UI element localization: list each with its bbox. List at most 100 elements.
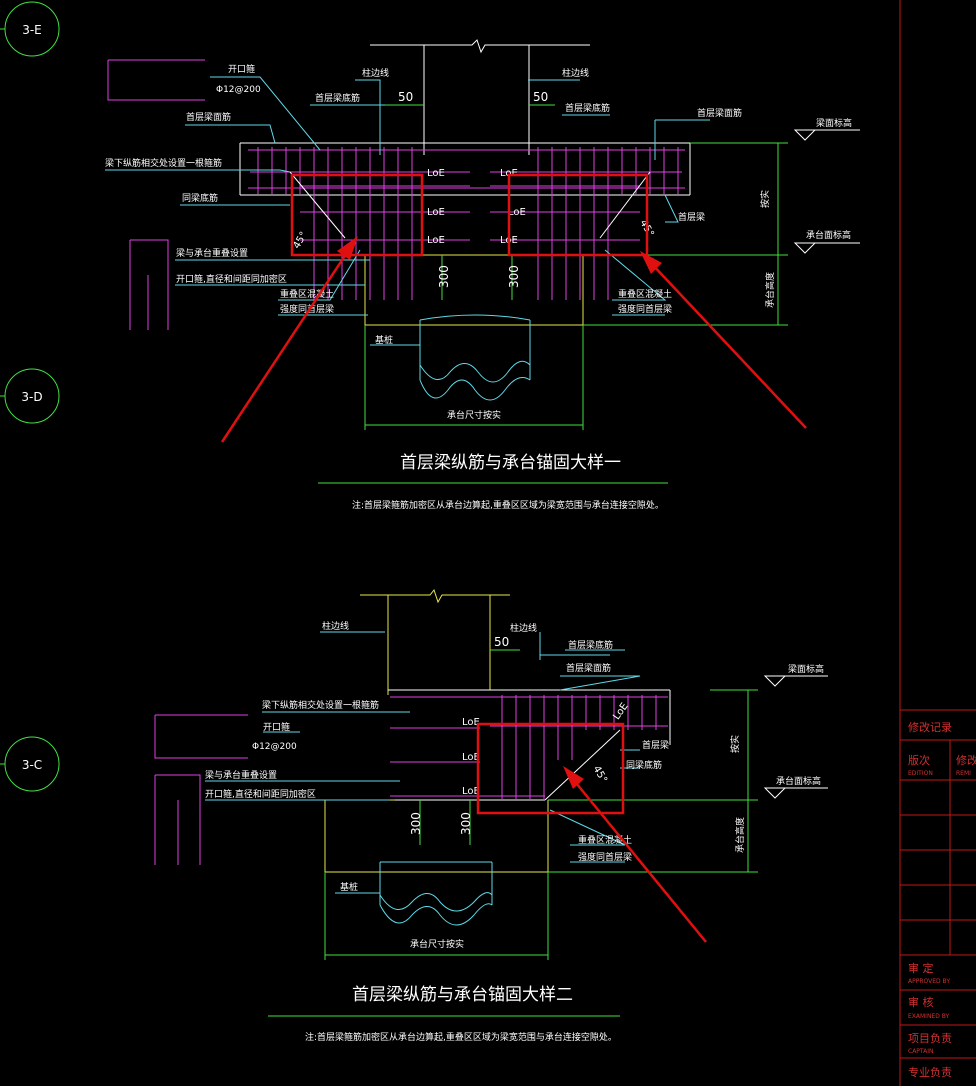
approved-en-label: APPROVED BY <box>908 978 950 985</box>
grid-axis-3E[interactable]: 3-E <box>0 1 60 57</box>
pile-1 <box>419 314 531 401</box>
project-lead-en-label: CAPTAIN <box>908 1048 933 1055</box>
highlight-box-left <box>290 173 424 257</box>
grid-axis-3C[interactable]: 3-C <box>0 736 60 792</box>
dim-300-group-2: 300 300 <box>409 800 473 845</box>
loe-label: LoE <box>500 168 518 179</box>
cap-size-label: 承台尺寸按实 <box>447 409 501 421</box>
concrete-label-1: 重叠区混凝土 <box>280 288 334 300</box>
detail-title: 首层梁纵筋与承台锚固大样一 <box>400 453 621 473</box>
cap-size-dim-1: 承台尺寸按实 <box>364 325 584 430</box>
open-hoop-label: 开口箍 <box>228 63 255 75</box>
red-arrow-right <box>640 251 807 429</box>
cap-elev-label: 承台面标高 <box>776 775 821 787</box>
same-beam-bottom-label: 同梁底筋 <box>182 192 218 204</box>
open-hoop-note-label: 开口箍,直径和间距同加密区 <box>205 788 316 800</box>
cap-height-label: 承台高度 <box>734 817 746 853</box>
cap-size-label: 承台尺寸按实 <box>410 938 464 950</box>
open-hoop-symbol-1 <box>107 59 205 101</box>
dim-50-right: 50 <box>533 90 548 104</box>
pile-label: 基桩 <box>375 334 393 346</box>
beam-top-label: 首层梁面筋 <box>697 107 742 119</box>
dim-300-left: 300 <box>409 812 423 835</box>
loe-label: LoE <box>427 235 445 246</box>
concrete-label-2: 强度同首层梁 <box>618 303 672 315</box>
modify-label: 修改 <box>956 753 976 767</box>
stirrup-note-label: 梁下纵筋相交处设置一根箍筋 <box>262 699 379 711</box>
loe-label: LoE <box>462 786 480 797</box>
detail-note: 注:首层梁箍筋加密区从承台边算起,重叠区区域为梁宽范围与承台连接空隙处。 <box>352 499 664 511</box>
open-hoop-symbol-2 <box>154 714 248 759</box>
pile-2 <box>379 861 493 926</box>
dim-50-group-2: 50 <box>490 635 520 651</box>
loe-label: LoE <box>508 207 526 218</box>
open-hoop-spec: Φ12@200 <box>252 742 297 752</box>
beam-outline-1 <box>239 142 691 196</box>
highlight-box <box>476 722 625 815</box>
overlap-label: 梁与承台重叠设置 <box>176 247 248 259</box>
detail-note: 注:首层梁箍筋加密区从承台边算起,重叠区区域为梁宽范围与承台连接空隙处。 <box>305 1031 617 1043</box>
column-edge-label: 柱边线 <box>562 67 589 79</box>
detail-2: LoE LoE LoE LoE 45° 50 300 300 梁面标高 <box>154 588 828 1043</box>
by-actual-label: 按实 <box>729 735 741 753</box>
concrete-label-2: 强度同首层梁 <box>578 851 632 863</box>
open-hoop-note-label: 开口箍,直径和间距同加密区 <box>176 273 287 285</box>
approved-label: 审 定 <box>908 961 934 975</box>
loe-label: LoE <box>462 717 480 728</box>
beam-elev-label: 梁面标高 <box>816 117 852 129</box>
rebar-group-1 <box>248 147 685 300</box>
elev-dims-1: 梁面标高 承台面标高 按实 承台高度 <box>583 117 860 326</box>
discipline-lead-label: 专业负责 <box>908 1065 952 1079</box>
beam-outline-2 <box>388 689 671 801</box>
concrete-label-1: 重叠区混凝土 <box>578 834 632 846</box>
stirrup-note-label: 梁下纵筋相交处设置一根箍筋 <box>105 157 222 169</box>
column-edge-label: 柱边线 <box>510 622 537 634</box>
pile-label: 基桩 <box>340 881 358 893</box>
beam-top-bar-label: 首层梁面筋 <box>186 111 231 123</box>
modify-en-label: REMI <box>956 770 971 777</box>
pile-cap-outline-2 <box>324 799 549 873</box>
highlight-box-right <box>507 173 649 257</box>
overlap-label: 梁与承台重叠设置 <box>205 769 277 781</box>
examined-label: 审 核 <box>908 995 934 1009</box>
by-actual-label: 按实 <box>759 190 771 208</box>
beam-top-label: 首层梁面筋 <box>566 662 611 674</box>
red-arrow <box>563 766 707 943</box>
loe-label: LoE <box>427 207 445 218</box>
dim-300-left: 300 <box>437 265 451 288</box>
beam-bottom-label: 首层梁底筋 <box>565 102 610 114</box>
edition-label: 版次 <box>908 753 930 767</box>
loe-label: LoE <box>427 168 445 179</box>
beam-bottom-label: 首层梁底筋 <box>315 92 360 104</box>
cap-size-dim-2: 承台尺寸按实 <box>324 872 549 960</box>
detail-title: 首层梁纵筋与承台锚固大样二 <box>352 985 573 1005</box>
annotations-2: 柱边线 柱边线 首层梁底筋 首层梁面筋 梁下纵筋相交处设置一根箍筋 开口箍 Φ1… <box>205 620 669 893</box>
annotations-1: 开口箍 Φ12@200 首层梁面筋 梁下纵筋相交处设置一根箍筋 同梁底筋 梁与承… <box>105 63 742 346</box>
open-hoop-spec: Φ12@200 <box>216 85 261 95</box>
dim-50-group-1: 50 50 <box>385 90 555 106</box>
cap-height-label: 承台高度 <box>764 272 776 308</box>
concrete-label-2: 强度同首层梁 <box>280 303 334 315</box>
beam-section-symbol-1 <box>129 239 169 330</box>
title-block: 修改记录 版次 EDITION 修改 REMI 审 定 APPROVED BY … <box>899 0 976 1086</box>
edition-en-label: EDITION <box>908 770 933 777</box>
angle-label: 45° <box>591 764 609 785</box>
dim-50: 50 <box>494 635 509 649</box>
grid-axis-3D[interactable]: 3-D <box>0 368 60 424</box>
grid-axis-label: 3-E <box>22 23 42 37</box>
column-edge-label: 柱边线 <box>362 67 389 79</box>
elev-dims-2: 梁面标高 承台面标高 按实 承台高度 <box>548 663 828 873</box>
dim-300-right: 300 <box>459 812 473 835</box>
rebar-group-2 <box>390 695 668 801</box>
dim-50-left: 50 <box>398 90 413 104</box>
column-edge-label: 柱边线 <box>322 620 349 632</box>
detail-1: LoE LoE LoE LoE LoE LoE 45° 45° 50 50 30… <box>105 39 860 511</box>
open-hoop-label: 开口箍 <box>263 721 290 733</box>
cap-elev-label: 承台面标高 <box>806 229 851 241</box>
beam-elev-label: 梁面标高 <box>788 663 824 675</box>
leaders-1 <box>105 76 710 346</box>
column-outline-2 <box>360 588 510 695</box>
loe-label: LoE <box>462 752 480 763</box>
column-outline-1 <box>370 39 590 155</box>
